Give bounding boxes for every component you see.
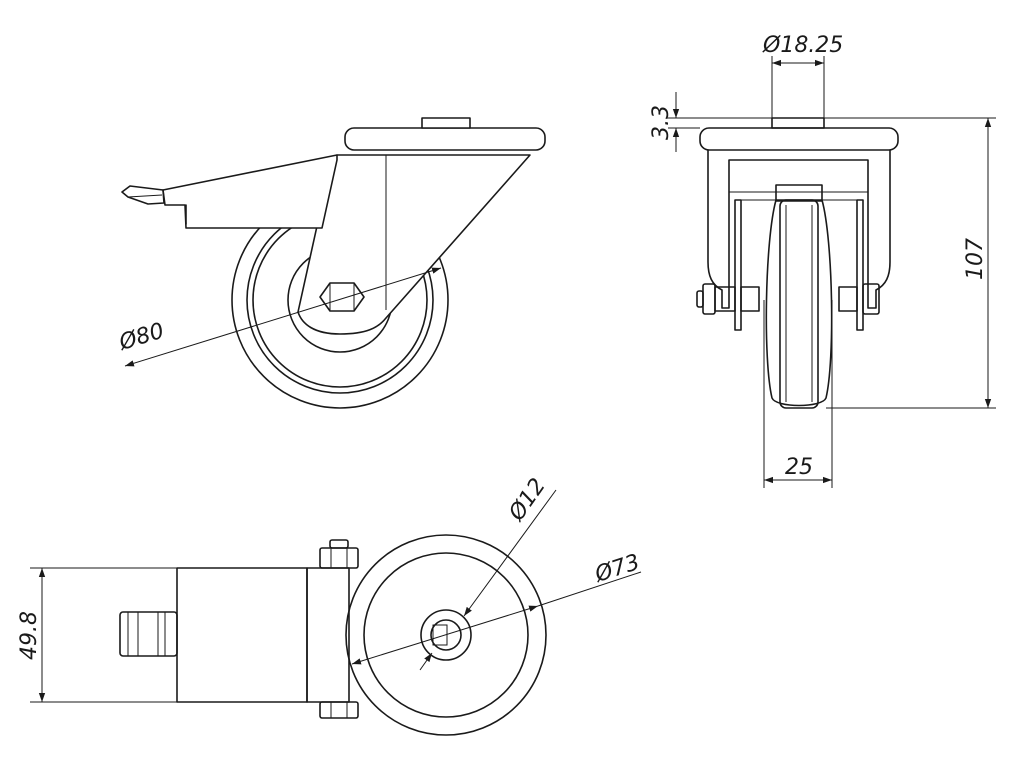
overall-height-label: 107 xyxy=(963,238,988,280)
top-bracket-side xyxy=(306,567,350,703)
top-plate-thickness-label: 3.3 xyxy=(649,105,674,140)
front-wheel-tyre xyxy=(765,199,833,407)
top-wheel-outer xyxy=(345,534,547,736)
side-axle-nut xyxy=(319,282,365,312)
side-top-boss xyxy=(421,117,471,129)
side-view: Ø80 xyxy=(115,117,546,409)
wheel-width-label: 25 xyxy=(785,455,813,480)
top-bracket-body xyxy=(176,567,308,703)
top-plate-hole-label: Ø18.25 xyxy=(762,33,843,58)
front-top-boss xyxy=(771,117,825,129)
wheel-diameter-label: Ø80 xyxy=(115,319,167,356)
front-top-plate xyxy=(699,127,899,151)
hub-diameter-label: Ø73 xyxy=(591,550,643,588)
bracket-width-label: 49.8 xyxy=(17,611,42,660)
front-axle-left-washer xyxy=(696,290,704,308)
side-brake-lever xyxy=(162,154,338,229)
front-axle-left-nut xyxy=(702,283,716,315)
axle-bore-label: Ø12 xyxy=(504,474,551,526)
top-view: 49.8 Ø12 Ø73 xyxy=(17,474,643,736)
front-view: Ø18.25 3.3 107 25 xyxy=(649,33,996,488)
front-axle-right-nut xyxy=(862,283,880,315)
top-upper-nut xyxy=(319,547,359,569)
top-brake-pedal xyxy=(119,611,178,657)
side-top-plate xyxy=(344,127,546,151)
front-fork xyxy=(707,149,891,309)
front-wheel-rim xyxy=(779,199,819,409)
top-lower-nut xyxy=(319,701,359,719)
front-wheel-hub xyxy=(775,184,823,202)
